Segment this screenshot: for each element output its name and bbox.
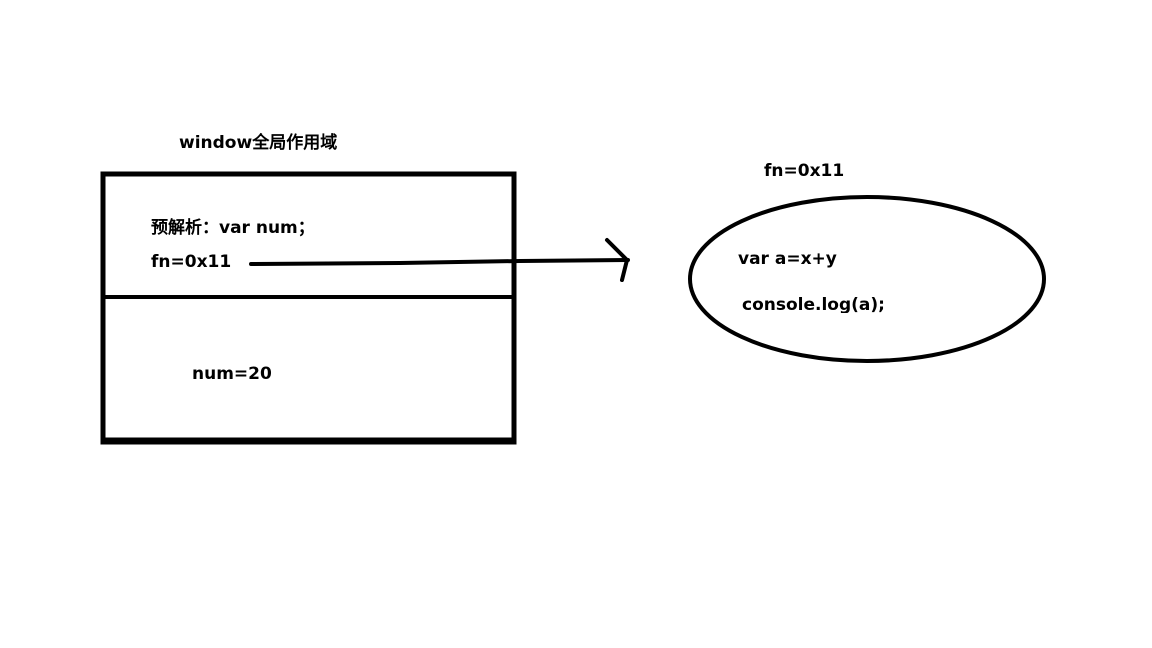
fn-declaration-text: fn=0x11 [151,252,232,272]
function-code-line-2: console.log(a); [742,297,885,313]
num-assignment-text: num=20 [192,364,272,384]
pre-parse-text: 预解析：var num； [151,218,315,238]
function-object-ellipse [688,195,1046,363]
function-address-label: fn=0x11 [764,161,845,181]
window-scope-title: window全局作用域 [179,133,338,153]
function-code-line-1: var a=x+y [738,249,837,269]
reference-arrow-line [249,258,630,266]
reference-arrowhead [605,238,629,282]
global-scope-box [100,171,517,445]
